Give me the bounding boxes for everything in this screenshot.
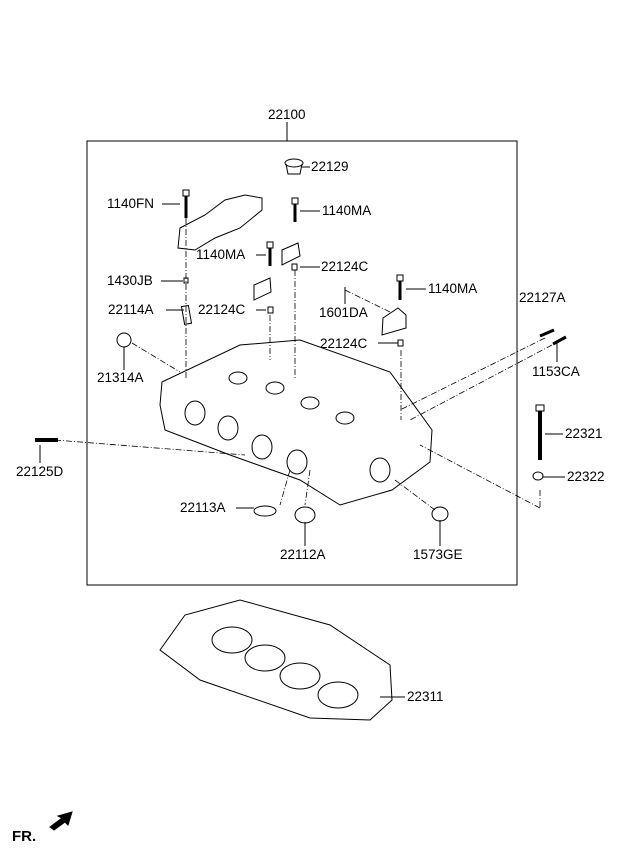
assembly-frame xyxy=(86,140,518,586)
part-label: 22322 xyxy=(567,469,605,484)
part-label: 1140MA xyxy=(322,203,372,218)
part-label: 1140MA xyxy=(428,281,478,296)
part-label: 1430JB xyxy=(107,273,153,288)
part-label: 1601DA xyxy=(319,305,368,320)
part-label: 1140MA xyxy=(196,247,246,262)
front-direction-label: FR. xyxy=(12,828,37,845)
bolts xyxy=(35,189,567,481)
part-label: 22321 xyxy=(565,426,603,441)
front-arrow-icon xyxy=(49,811,73,831)
dashed-guides xyxy=(54,218,553,511)
part-label: 22129 xyxy=(311,159,349,174)
assembly-label: 22100 xyxy=(268,107,306,122)
part-label: 22114A xyxy=(108,302,154,317)
part-label: 1573GE xyxy=(413,547,463,562)
part-label: 22124C xyxy=(198,302,246,317)
small-parts xyxy=(116,263,449,524)
part-label: 1153CA xyxy=(532,364,580,379)
plug-cap-22129 xyxy=(284,158,304,175)
part-label: 22124C xyxy=(321,259,369,274)
part-label: 22112A xyxy=(280,547,326,562)
part-label: 21314A xyxy=(97,370,144,385)
part-label: 1140FN xyxy=(107,196,155,211)
part-label: 22124C xyxy=(320,336,368,351)
leader-lines xyxy=(39,166,565,698)
part-label: 22113A xyxy=(180,500,226,515)
part-label: 22311 xyxy=(407,689,444,704)
bearing-caps xyxy=(177,194,407,336)
cylinder-head xyxy=(159,339,433,506)
part-label: 22125D xyxy=(16,464,64,479)
part-label: 22127A xyxy=(519,290,566,305)
head-gasket-22311 xyxy=(159,599,393,721)
